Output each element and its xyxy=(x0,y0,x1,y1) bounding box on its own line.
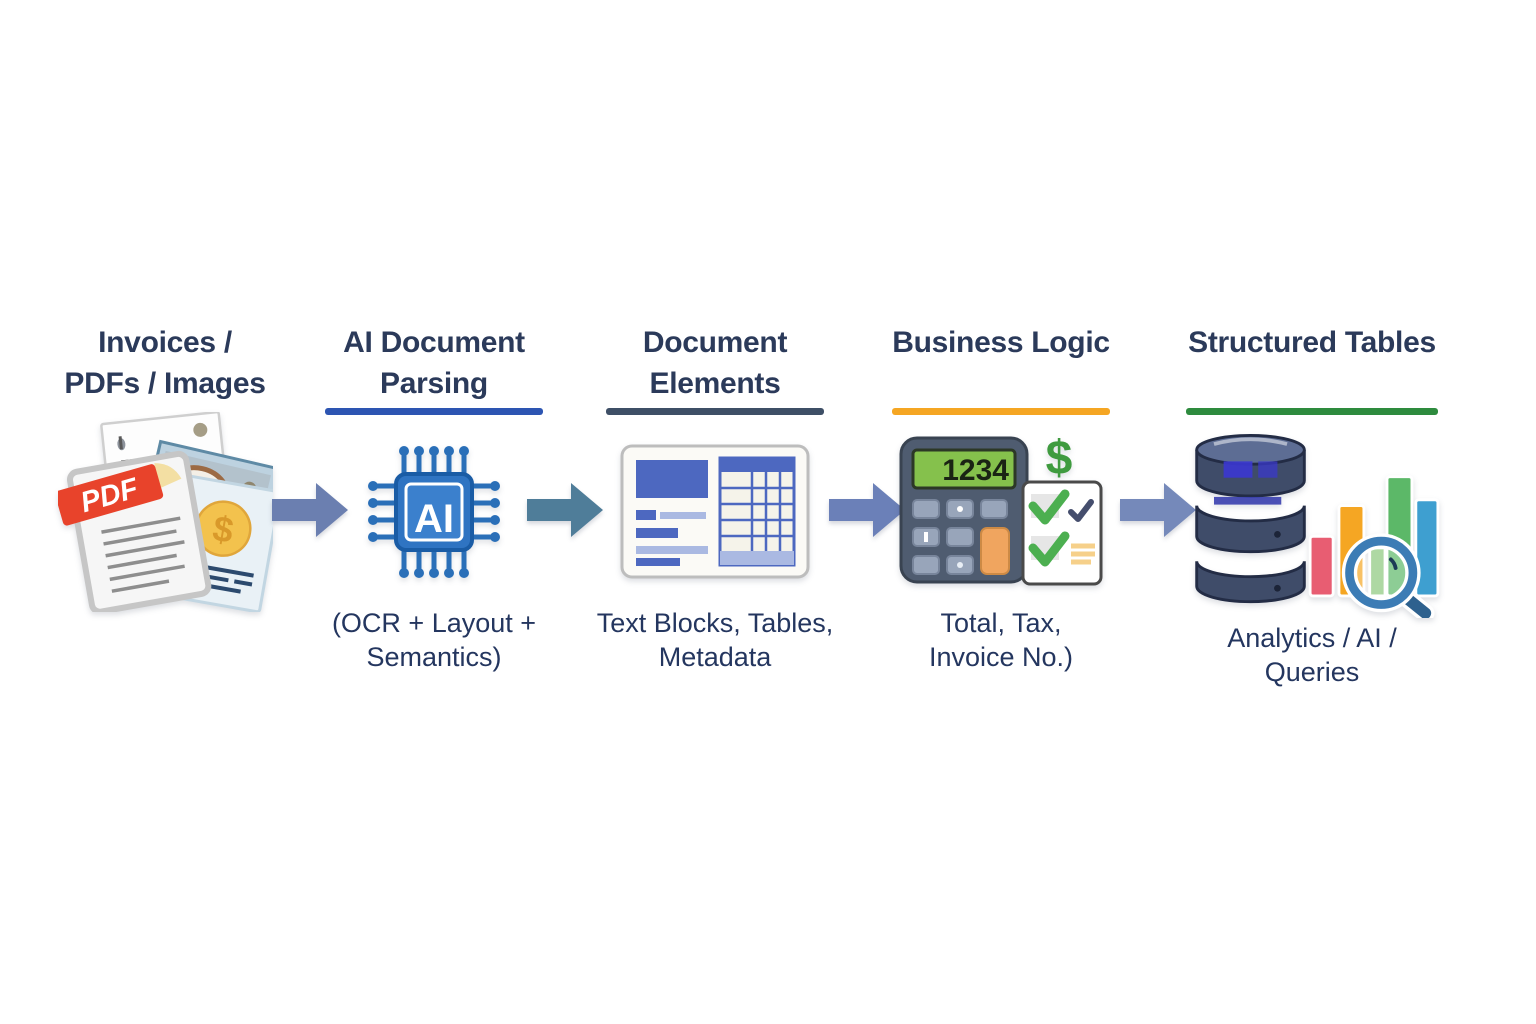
stage-caption: (OCR + Layout + Semantics) xyxy=(284,606,584,674)
stage-caption-line1: (OCR + Layout + xyxy=(331,608,537,638)
checklist-card xyxy=(1021,480,1102,585)
stage-caption: Total, Tax, Invoice No.) xyxy=(851,606,1151,674)
calculator-display-value: 1234 xyxy=(942,454,1009,487)
chip-label: AI xyxy=(414,497,454,541)
stage-underline xyxy=(1186,408,1438,415)
stage-business-logic: Business Logic 1234 xyxy=(851,322,1151,674)
stage-caption: Analytics / AI / Queries xyxy=(1162,621,1462,689)
amount-lines xyxy=(1070,543,1095,564)
green-check-icon xyxy=(1028,489,1069,524)
stage-title: Structured Tables xyxy=(1162,322,1462,404)
stage-title-line2: Elements xyxy=(649,367,781,400)
pdf-document: PDF xyxy=(57,450,211,612)
stage-caption-line2: Queries xyxy=(1264,657,1360,687)
stage-title-line1: AI Document xyxy=(343,326,525,359)
green-check-icon xyxy=(1028,531,1069,566)
ai-chip-icon: AI xyxy=(368,445,500,578)
table-grid xyxy=(718,456,796,567)
stage-icon-area: 1234 xyxy=(851,419,1151,604)
flow-arrow-4 xyxy=(1120,483,1196,537)
stage-icon-area xyxy=(1162,419,1462,619)
stage-caption: Text Blocks, Tables, Metadata xyxy=(565,606,865,674)
stage-title-line1: Structured Tables xyxy=(1188,326,1436,359)
flow-arrow-2 xyxy=(527,483,603,537)
stage-caption-line1: Text Blocks, Tables, xyxy=(596,608,834,638)
chip-pins xyxy=(368,445,500,578)
stage-caption-line2: Invoice No.) xyxy=(928,642,1074,672)
stage-underline xyxy=(325,408,543,415)
stage-underline xyxy=(892,408,1110,415)
dollar-icon: $ xyxy=(1045,432,1072,485)
text-blocks xyxy=(636,460,708,566)
stage-icon-area: AI xyxy=(284,419,584,604)
stage-title: AI Document Parsing xyxy=(284,322,584,404)
calculator-orange-button xyxy=(979,526,1010,575)
documents-stack-icon: $ PDF xyxy=(57,411,273,612)
stage-title-line1: Invoices / xyxy=(98,326,232,359)
stage-caption-line2: Metadata xyxy=(658,642,772,672)
stage-title: Invoices / PDFs / Images xyxy=(15,322,315,404)
calculator-buttons xyxy=(911,498,1008,575)
stage-caption-line1: Analytics / AI / xyxy=(1227,623,1397,653)
navy-check-icon xyxy=(1067,498,1094,522)
database-cylinders xyxy=(1194,433,1306,603)
stage-icon-area xyxy=(565,419,865,604)
stage-ai-parsing: AI Document Parsing xyxy=(284,322,584,674)
flow-arrow-1 xyxy=(272,483,348,537)
calculator-display xyxy=(911,448,1016,489)
flow-arrow-3 xyxy=(829,483,905,537)
stage-title-line2: PDFs / Images xyxy=(64,367,266,400)
stage-title-line2: Parsing xyxy=(380,367,488,400)
stage-title: Business Logic xyxy=(851,322,1151,404)
stage-structured-tables: Structured Tables xyxy=(1162,322,1462,689)
stage-icon-area: $ PDF xyxy=(15,411,315,612)
stage-title: Document Elements xyxy=(565,322,865,404)
pdf-text-lines xyxy=(100,515,185,593)
stage-inputs: Invoices / PDFs / Images xyxy=(15,322,315,612)
stage-caption-line2: Semantics) xyxy=(366,642,502,672)
magnifier-icon xyxy=(1341,532,1435,618)
stage-underline xyxy=(606,408,824,415)
stage-title-line1: Business Logic xyxy=(892,326,1110,359)
database-analytics-icon xyxy=(1194,433,1439,618)
stage-caption-line1: Total, Tax, xyxy=(940,608,1062,638)
calculator-checklist-icon: 1234 xyxy=(899,432,1102,585)
stage-title-line1: Document xyxy=(642,326,788,359)
stage-document-elements: Document Elements xyxy=(565,322,865,674)
document-layout-icon xyxy=(620,444,810,579)
chip-inner xyxy=(404,482,464,541)
